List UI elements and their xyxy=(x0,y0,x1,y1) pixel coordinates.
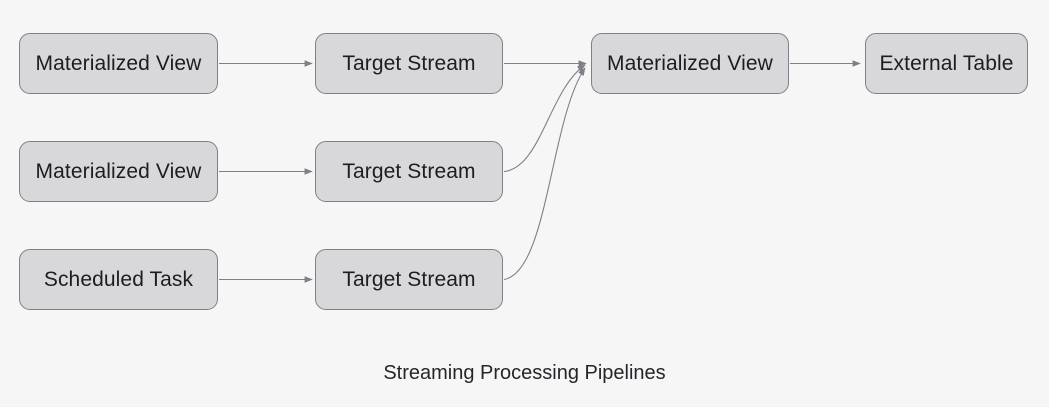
node-external-table: External Table xyxy=(865,33,1028,94)
node-target-stream-mid: Target Stream xyxy=(315,141,503,202)
node-label: Scheduled Task xyxy=(43,267,194,291)
node-label: Materialized View xyxy=(35,51,202,75)
node-scheduled-task: Scheduled Task xyxy=(19,249,218,310)
node-materialized-view-top: Materialized View xyxy=(19,33,218,94)
node-label: Target Stream xyxy=(342,159,476,183)
node-target-stream-top: Target Stream xyxy=(315,33,503,94)
diagram-caption: Streaming Processing Pipelines xyxy=(383,362,666,384)
node-label: External Table xyxy=(879,51,1014,75)
node-label: Materialized View xyxy=(607,51,773,75)
node-target-stream-bottom: Target Stream xyxy=(315,249,503,310)
edge-ts-bottom-to-mv-merge xyxy=(503,67,586,281)
node-materialized-view-merge: Materialized View xyxy=(591,33,789,94)
node-label: Target Stream xyxy=(342,51,476,75)
node-label: Materialized View xyxy=(35,159,202,183)
node-materialized-view-mid: Materialized View xyxy=(19,141,218,202)
edge-ts-mid-to-mv-merge xyxy=(503,64,586,173)
node-label: Target Stream xyxy=(342,267,476,291)
